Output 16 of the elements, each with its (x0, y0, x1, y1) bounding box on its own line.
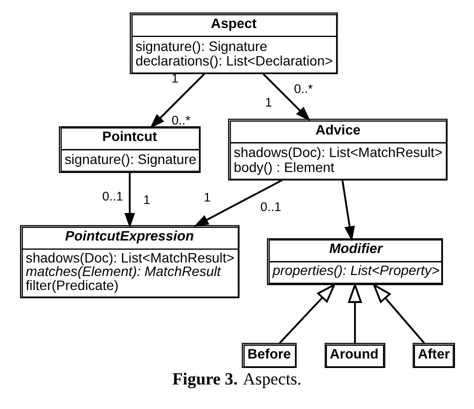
arrow (341, 180, 354, 242)
arrow (149, 73, 204, 128)
arrow (193, 179, 282, 227)
arrow (372, 282, 424, 344)
label: 1 (203, 190, 210, 204)
arrow (262, 73, 310, 122)
caption: Figure 3. Aspects. (172, 370, 301, 389)
label: 1 (264, 95, 272, 110)
label: 0..* (171, 114, 190, 128)
arrow (278, 282, 336, 344)
label: 0..* (293, 82, 312, 96)
label: 1 (142, 193, 150, 208)
label: 0..1 (102, 190, 123, 204)
label: 0..1 (260, 200, 281, 214)
arrow (347, 282, 362, 344)
arrow (124, 172, 135, 228)
